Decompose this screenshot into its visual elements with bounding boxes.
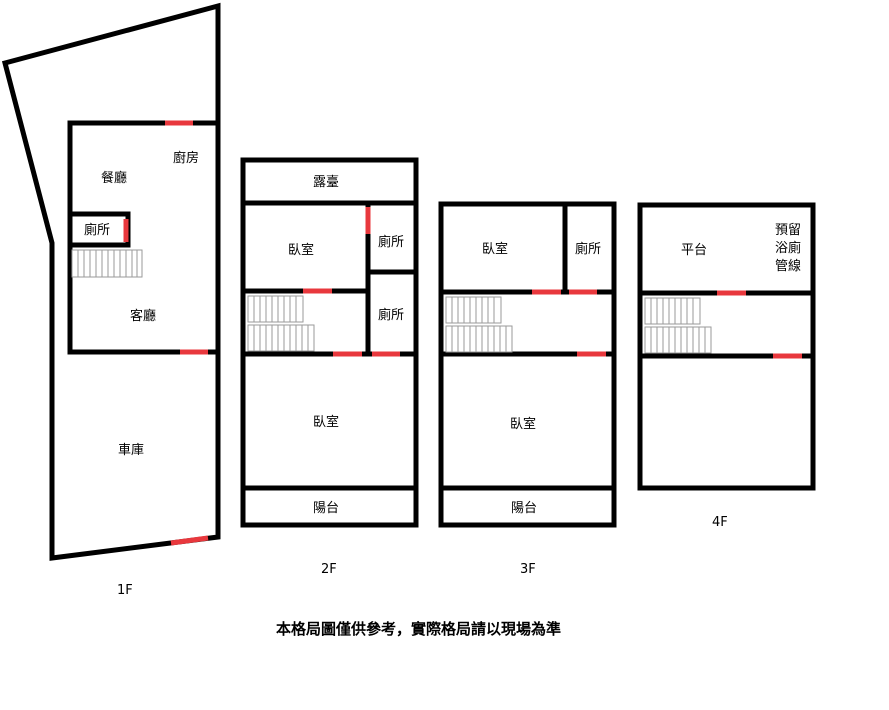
room-platform: 平台 <box>681 243 707 258</box>
room-bedroom-2a: 臥室 <box>288 242 314 258</box>
room-toilet-3: 廁所 <box>575 241 601 257</box>
floor-4-outer-walls <box>637 202 816 491</box>
room-garage: 車庫 <box>118 443 144 458</box>
room-balcony-3: 陽台 <box>511 501 537 516</box>
room-terrace: 露臺 <box>313 175 339 190</box>
room-reserved-line1: 預留 <box>775 223 801 238</box>
room-toilet: 廁所 <box>84 222 110 238</box>
room-reserved-line3: 管線 <box>775 258 801 274</box>
floor-1: 餐廳 廚房 廁所 客廳 車庫 1F <box>1 2 221 598</box>
floor-3-outer-walls <box>438 201 617 528</box>
disclaimer-note: 本格局圖僅供參考，實際格局請以現場為準 <box>276 620 561 638</box>
room-living: 客廳 <box>130 308 156 324</box>
room-bedroom-3b: 臥室 <box>510 416 536 432</box>
room-balcony-2: 陽台 <box>313 501 339 516</box>
floor-2-stairs <box>247 295 315 352</box>
room-dining: 餐廳 <box>101 170 127 186</box>
floor-1-outline <box>1 2 221 561</box>
floor-3-label: 3F <box>520 562 536 577</box>
floor-4: 平台 預留 浴廁 管線 4F <box>637 202 816 530</box>
floor-3-stairs <box>445 296 513 353</box>
floor-1-house-walls <box>67 120 221 355</box>
room-toilet-2a: 廁所 <box>378 234 404 250</box>
floor-4-label: 4F <box>712 515 728 530</box>
floor-2-outer-walls <box>240 157 419 528</box>
room-bedroom-2b: 臥室 <box>313 414 339 430</box>
floor-3: 臥室 廁所 臥室 陽台 3F <box>438 201 617 577</box>
floor-4-stairs <box>644 297 712 354</box>
floor-2-label: 2F <box>321 562 337 577</box>
floor-1-door-garage <box>170 535 209 546</box>
room-reserved-line2: 浴廁 <box>775 240 801 256</box>
floor-2: 露臺 臥室 廁所 廁所 臥室 陽台 2F <box>240 157 419 577</box>
floor-1-label: 1F <box>117 583 133 598</box>
floor-1-stairs <box>71 249 143 278</box>
room-toilet-2b: 廁所 <box>378 307 404 323</box>
room-kitchen: 廚房 <box>173 150 199 166</box>
room-bedroom-3a: 臥室 <box>482 241 508 257</box>
